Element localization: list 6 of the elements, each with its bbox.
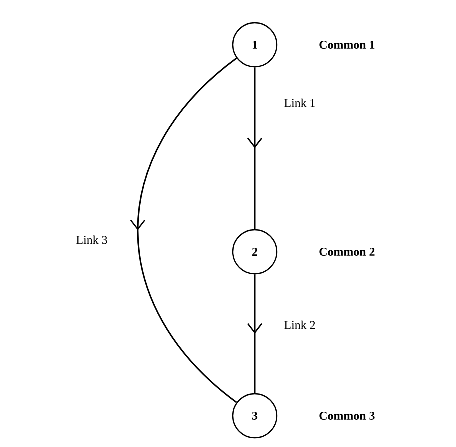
node-caption: Common 3 — [320, 412, 375, 420]
edge-label: Link 1 — [283, 98, 317, 108]
node-caption: Common 2 — [320, 248, 375, 256]
edge-label: Link 2 — [283, 320, 317, 330]
edge-label: Link 3 — [75, 234, 109, 246]
node-caption: Common 1 — [320, 40, 375, 49]
